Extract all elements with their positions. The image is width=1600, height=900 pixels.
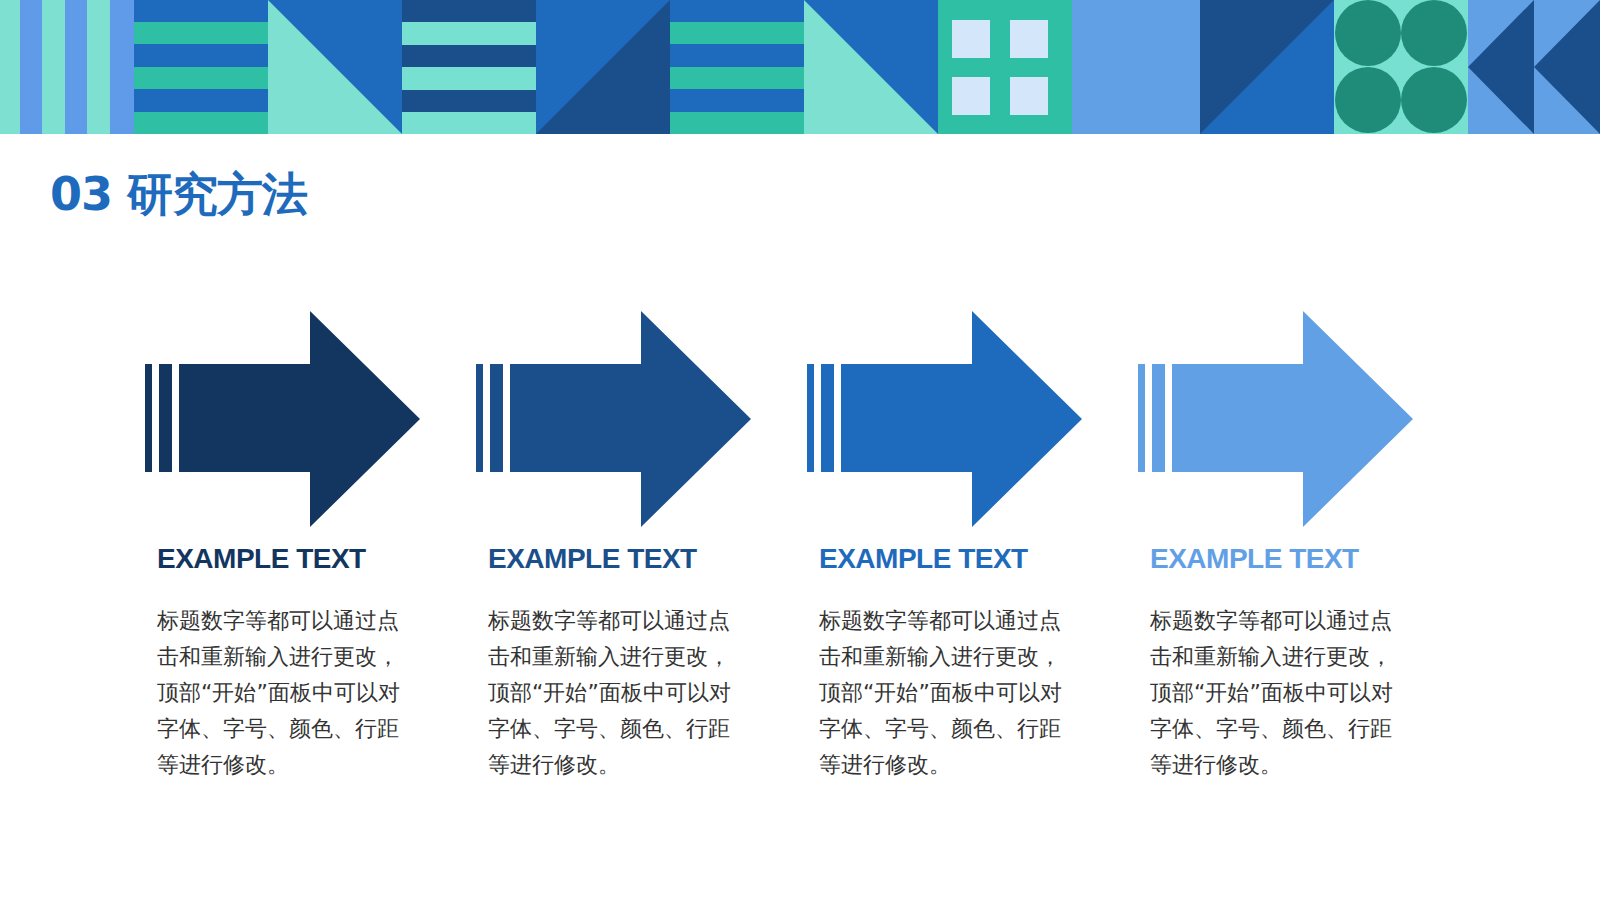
- step-heading: EXAMPLE TEXT: [819, 543, 1107, 575]
- arrow-shape: [1138, 311, 1413, 527]
- step-arrow: EXAMPLE TEXT 标题数字等都可以通过点击和重新输入进行更改，顶部“开始”…: [807, 311, 1107, 783]
- step-heading: EXAMPLE TEXT: [488, 543, 776, 575]
- step-description: 标题数字等都可以通过点击和重新输入进行更改，顶部“开始”面板中可以对字体、字号、…: [819, 603, 1071, 783]
- step-heading: EXAMPLE TEXT: [157, 543, 445, 575]
- step-arrow: EXAMPLE TEXT 标题数字等都可以通过点击和重新输入进行更改，顶部“开始”…: [1138, 311, 1438, 783]
- step-heading: EXAMPLE TEXT: [1150, 543, 1438, 575]
- step-arrow: EXAMPLE TEXT 标题数字等都可以通过点击和重新输入进行更改，顶部“开始”…: [476, 311, 776, 783]
- step-arrow: EXAMPLE TEXT 标题数字等都可以通过点击和重新输入进行更改，顶部“开始”…: [145, 311, 445, 783]
- decorative-band: [0, 0, 1600, 134]
- step-description: 标题数字等都可以通过点击和重新输入进行更改，顶部“开始”面板中可以对字体、字号、…: [488, 603, 740, 783]
- arrow-shape: [145, 311, 420, 527]
- slide-title: 03 研究方法: [50, 164, 307, 226]
- step-description: 标题数字等都可以通过点击和重新输入进行更改，顶部“开始”面板中可以对字体、字号、…: [157, 603, 409, 783]
- step-description: 标题数字等都可以通过点击和重新输入进行更改，顶部“开始”面板中可以对字体、字号、…: [1150, 603, 1402, 783]
- arrow-shape: [476, 311, 751, 527]
- arrow-shape: [807, 311, 1082, 527]
